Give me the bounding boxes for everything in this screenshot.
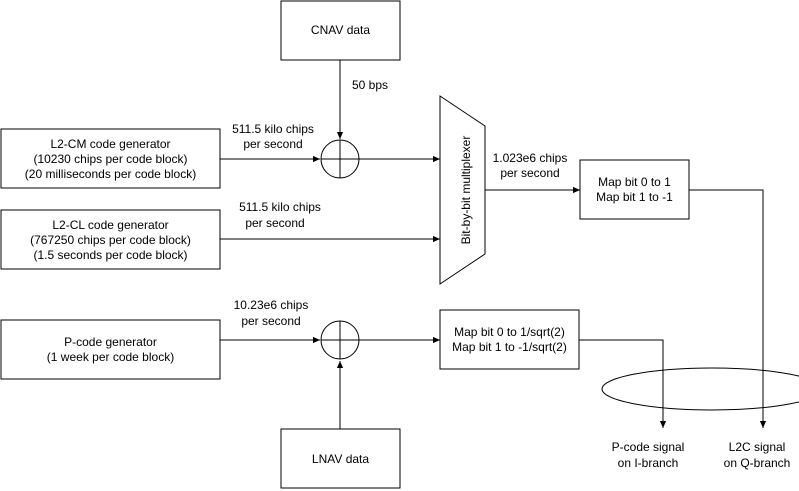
cnav-rate-label: 50 bps	[352, 78, 388, 92]
l2-cl-chips: (767250 chips per code block)	[30, 233, 191, 247]
l2-cm-generator-block: L2-CM code generator (10230 chips per co…	[0, 128, 221, 189]
l2cm-rate-line2: per second	[243, 137, 302, 151]
p-code-generator-block: P-code generator (1 week per code block)	[0, 319, 221, 380]
cnav-data-block: CNAV data	[280, 0, 401, 61]
map-q-block: Map bit 0 to 1 Map bit 1 to -1	[579, 159, 690, 220]
lnav-data-label: LNAV data	[312, 452, 369, 466]
i-branch-line1: P-code signal	[612, 440, 685, 454]
xor-adder-bottom	[320, 320, 360, 360]
p-code-duration: (1 week per code block)	[47, 350, 174, 364]
l2-cl-generator-block: L2-CL code generator (767250 chips per c…	[0, 209, 221, 270]
l2-cm-duration: (20 milliseconds per code block)	[25, 167, 196, 181]
map-q-to-output-arrow	[689, 189, 767, 428]
map-i-block: Map bit 0 to 1/sqrt(2) Map bit 1 to -1/s…	[439, 309, 580, 370]
l2cm-rate-line1: 511.5 kilo chips	[232, 122, 314, 136]
map-i-to-output-arrow	[579, 339, 667, 428]
l2-cm-title: L2-CM code generator	[50, 137, 170, 151]
i-branch-line2: on I-branch	[618, 456, 679, 470]
l2-cm-chips: (10230 chips per code block)	[33, 152, 187, 166]
mux-rate-line2: per second	[500, 166, 559, 180]
pcode-rate-line2: per second	[241, 314, 300, 328]
p-code-title: P-code generator	[64, 335, 157, 349]
xor-adder-top	[320, 139, 360, 179]
map-i-line2: Map bit 1 to -1/sqrt(2)	[452, 340, 567, 354]
q-branch-line2: on Q-branch	[724, 456, 791, 470]
q-branch-line1: L2C signal	[729, 440, 786, 454]
pcode-rate-line1: 10.23e6 chips	[234, 298, 309, 312]
l2-cl-duration: (1.5 seconds per code block)	[33, 248, 187, 262]
cnav-data-label: CNAV data	[311, 23, 370, 37]
l2cl-rate-line2: per second	[245, 216, 304, 230]
map-i-line1: Map bit 0 to 1/sqrt(2)	[454, 325, 565, 339]
multiplexer-label: Bit-by-bit multiplexer	[459, 136, 473, 245]
l2-cl-title: L2-CL code generator	[52, 218, 168, 232]
output-ellipse	[601, 367, 799, 411]
mux-rate-line1: 1.023e6 chips	[493, 151, 568, 165]
map-q-line2: Map bit 1 to -1	[596, 190, 673, 204]
map-q-line1: Map bit 0 to 1	[598, 175, 671, 189]
multiplexer-block: Bit-by-bit multiplexer	[439, 95, 486, 285]
l2cl-rate-line1: 511.5 kilo chips	[239, 200, 321, 214]
lnav-data-block: LNAV data	[280, 428, 401, 489]
